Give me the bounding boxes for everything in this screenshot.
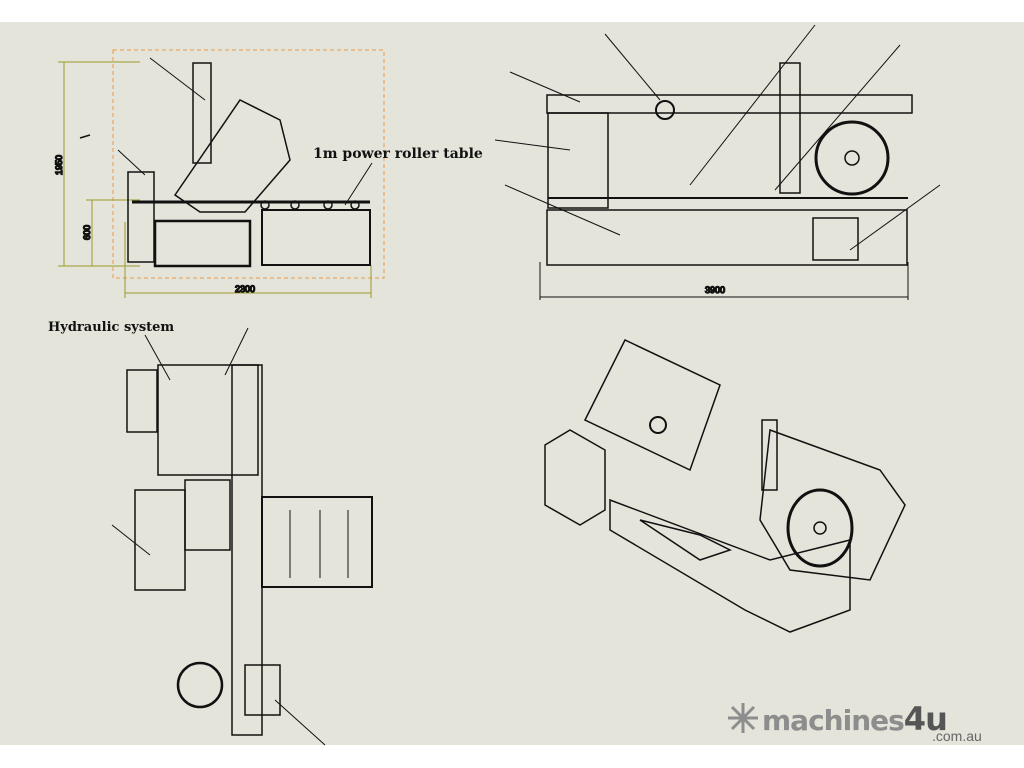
side-panel bbox=[127, 171, 155, 263]
roller-table-label: 1m power roller table bbox=[313, 146, 483, 162]
height-dimension: 1950 bbox=[54, 155, 64, 175]
top-view bbox=[111, 327, 373, 746]
iso-control-cabinet bbox=[544, 429, 606, 526]
hydraulic-cabinet bbox=[547, 112, 609, 209]
iso-wheel-housing bbox=[759, 428, 906, 581]
side-view: 1950 600 2300 bbox=[53, 49, 385, 298]
hydraulic-unit bbox=[134, 489, 186, 591]
column bbox=[192, 62, 212, 164]
snowflake-arrow-icon bbox=[728, 703, 758, 733]
isometric-view bbox=[544, 339, 906, 633]
control-panel bbox=[126, 369, 158, 433]
dimension-lines bbox=[58, 61, 372, 298]
watermark-logo: machines4u bbox=[762, 700, 948, 738]
base-cabinet bbox=[153, 219, 252, 268]
roller-table-top-view bbox=[261, 496, 373, 588]
iso-head bbox=[583, 339, 721, 472]
envelope-outline bbox=[112, 49, 385, 279]
base bbox=[546, 209, 908, 266]
iso-handwheel-icon bbox=[649, 416, 667, 434]
front-width-dimension: 3900 bbox=[705, 285, 725, 295]
logo-brand: machines bbox=[762, 704, 905, 737]
iso-column bbox=[761, 419, 778, 491]
width-dimension: 2300 bbox=[235, 284, 255, 294]
right-column bbox=[779, 62, 801, 194]
table-height-dimension: 600 bbox=[82, 225, 92, 240]
rollers bbox=[260, 200, 360, 210]
roller-table-frame bbox=[261, 209, 371, 266]
blade-wheel-top bbox=[176, 661, 224, 709]
hydraulic-system-label: Hydraulic system bbox=[48, 320, 175, 335]
top-beam bbox=[546, 94, 913, 114]
handwheel-icon bbox=[655, 100, 675, 120]
logo-domain: .com.au bbox=[932, 728, 982, 744]
chip-box bbox=[812, 217, 859, 261]
saw-head bbox=[173, 99, 291, 213]
iso-blade-wheel bbox=[786, 488, 854, 568]
blade-wheel bbox=[814, 120, 890, 196]
head-top bbox=[157, 364, 259, 476]
iso-base bbox=[609, 498, 851, 633]
logo-brand-number: 4u bbox=[903, 700, 948, 738]
front-view: 3900 bbox=[494, 24, 941, 300]
